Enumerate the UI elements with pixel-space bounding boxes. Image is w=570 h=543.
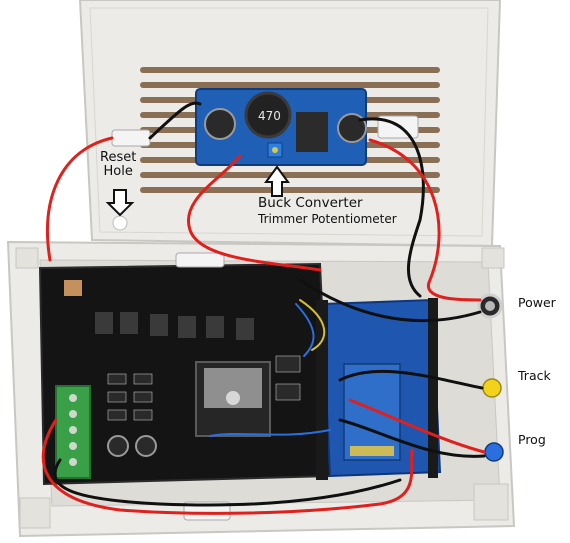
motor-shield-board	[38, 262, 332, 486]
base-mount-bottom-right	[473, 483, 509, 521]
cap-bottom-1	[107, 435, 129, 457]
base-mount-left	[15, 247, 39, 269]
smd-components	[107, 355, 301, 421]
inductor-label: 470	[258, 109, 281, 123]
base-mount-right	[481, 247, 505, 269]
reset-label-line1: Reset	[100, 150, 137, 165]
base-mount-bottom-left	[19, 497, 51, 529]
track-label: Track	[518, 368, 551, 383]
header-sockets	[316, 300, 328, 480]
power-label: Power	[518, 295, 556, 310]
cap-right	[337, 113, 367, 143]
cap-bottom-2	[135, 435, 157, 457]
cap-left	[204, 108, 236, 140]
bluetooth-module	[343, 363, 401, 461]
reset-label-line2: Hole	[103, 164, 133, 180]
regulator-chip	[296, 112, 328, 152]
header-pins	[95, 312, 254, 340]
trimmer-arrow-icon	[264, 165, 290, 197]
reset-arrow-icon	[105, 189, 135, 217]
reset-button	[64, 280, 82, 296]
trimmer-potentiometer-label: Trimmer Potentiometer	[258, 212, 397, 226]
prog-led	[484, 442, 504, 462]
buck-converter-board: 470	[195, 88, 367, 166]
controller-board	[316, 298, 442, 480]
reset-hole	[112, 215, 128, 231]
inductor	[244, 91, 292, 139]
prog-label: Prog	[518, 432, 546, 447]
wires	[41, 101, 486, 515]
buck-converter-label: Buck Converter	[258, 195, 363, 211]
track-led	[482, 378, 502, 398]
reset-hole-label: Reset Hole	[100, 150, 137, 180]
terminal-block	[55, 385, 91, 479]
power-switch	[477, 293, 503, 319]
